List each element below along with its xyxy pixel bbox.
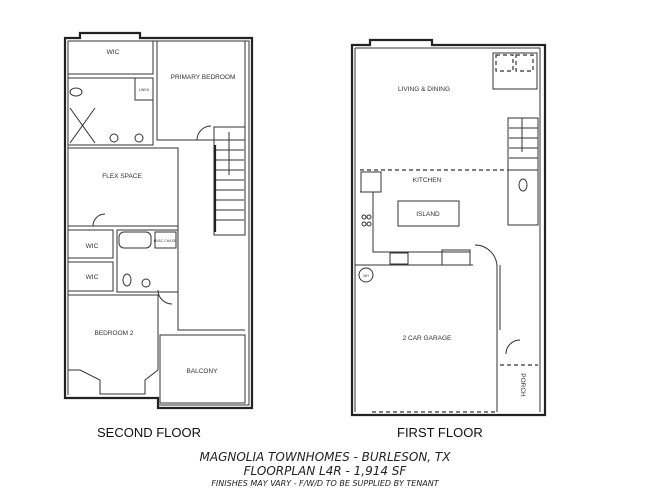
label-living-dining: LIVING & DINING	[398, 86, 450, 93]
wic-3-room	[67, 261, 114, 292]
kitchen-island	[397, 200, 460, 227]
first-floor-outer-wall	[350, 38, 547, 417]
label-water-heater: WH	[363, 274, 369, 278]
primary-bedroom-room	[156, 40, 246, 141]
label-island: ISLAND	[416, 211, 440, 218]
footer-floorplan: FLOORPLAN L4R - 1,914 SF	[243, 464, 407, 478]
label-flex-space: FLEX SPACE	[102, 173, 142, 180]
label-hvac-chase: HVAC CHASE	[154, 239, 177, 243]
label-porch: PORCH	[519, 373, 526, 397]
sink-icon	[134, 133, 144, 143]
washer-dryer-closet	[492, 52, 538, 90]
footer-title: MAGNOLIA TOWNHOMES - BURLESON, TX	[199, 450, 451, 464]
bathtub-icon	[118, 231, 152, 249]
fridge-icon	[360, 171, 382, 193]
kitchen-sink-icon	[389, 252, 409, 265]
label-balcony: BALCONY	[186, 368, 218, 375]
hvac-chase	[154, 231, 177, 249]
label-linen: LINEN	[139, 88, 150, 92]
toilet-icon	[69, 87, 83, 97]
powder-bath	[507, 169, 539, 226]
flex-space-room	[67, 147, 179, 227]
second-floor-outer-wall	[63, 31, 254, 410]
toilet-icon	[518, 178, 528, 192]
shower-icon	[69, 107, 96, 144]
bedroom-2-room	[68, 294, 159, 395]
toilet-icon	[122, 273, 132, 287]
first-floor-label: FIRST FLOOR	[397, 425, 483, 440]
balcony-area	[159, 334, 246, 404]
sink-icon	[141, 278, 151, 288]
label-kitchen: KITCHEN	[413, 177, 442, 184]
room-labels: WIC PRIMARY BEDROOM LINEN FLEX SPACE WIC…	[86, 49, 526, 397]
wic-2-room	[67, 229, 114, 259]
label-bedroom-2: BEDROOM 2	[94, 330, 133, 337]
wic-primary-room	[67, 40, 154, 75]
label-garage: 2 CAR GARAGE	[403, 335, 452, 342]
second-floor-label: SECOND FLOOR	[97, 425, 202, 440]
footer-note: FINISHES MAY VARY - F/W/D TO BE SUPPLIED…	[211, 479, 439, 488]
first-floor-staircase	[507, 117, 539, 171]
bath-2-room	[116, 229, 179, 293]
linen-closet	[134, 77, 154, 101]
label-wic-3: WIC	[86, 274, 99, 281]
sink-icon	[109, 133, 119, 143]
washer-icon	[495, 54, 514, 72]
label-wic-2: WIC	[86, 243, 99, 250]
dryer-icon	[515, 54, 534, 72]
second-floor-plan	[63, 31, 254, 410]
label-primary-bedroom: PRIMARY BEDROOM	[171, 74, 236, 81]
water-heater-icon	[358, 267, 374, 283]
first-floor-plan	[350, 38, 547, 417]
label-wic: WIC	[107, 49, 120, 56]
